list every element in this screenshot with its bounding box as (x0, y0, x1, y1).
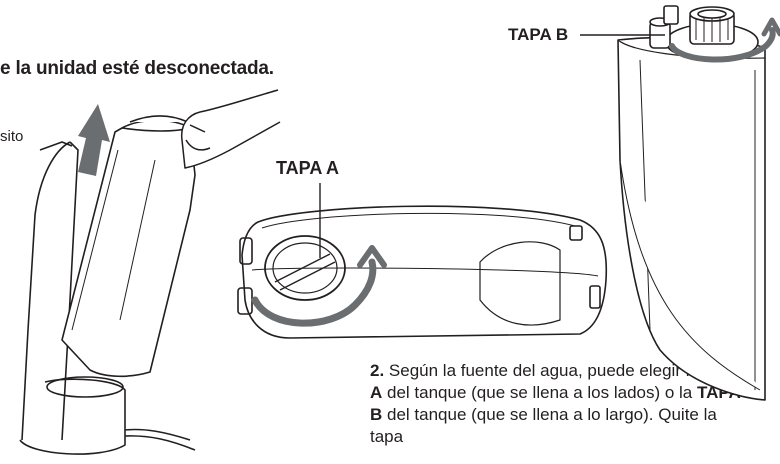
instruction-text-3: del tanque (que se llena a lo largo). Qu… (370, 405, 717, 446)
tank-tapa-b-illustration (618, 38, 765, 400)
instruction-text-1: Según la fuente del agua, puede elegir l… (384, 361, 704, 380)
tapa-b-callout-label: TAPA B (508, 25, 569, 44)
humidifier-base-illustration (20, 142, 195, 454)
water-tank-lifted (62, 116, 195, 376)
lift-arrow-icon (78, 104, 110, 176)
hand-illustration (182, 90, 280, 168)
rotate-arrow-a-icon (255, 248, 384, 323)
tapa-b-cap (650, 6, 758, 60)
warning-heading: e la unidad esté desconectada. (0, 58, 274, 79)
tapa-a-callout-label: TAPA A (276, 158, 339, 178)
step-number: 2. (370, 361, 385, 380)
tank-tapa-a-illustration (238, 206, 606, 338)
instruction-text-2: del tanque (que se llena a los lados) o … (382, 383, 697, 402)
cut-off-text-fragment: sito (0, 128, 24, 145)
rotate-arrow-b-icon (672, 20, 780, 60)
